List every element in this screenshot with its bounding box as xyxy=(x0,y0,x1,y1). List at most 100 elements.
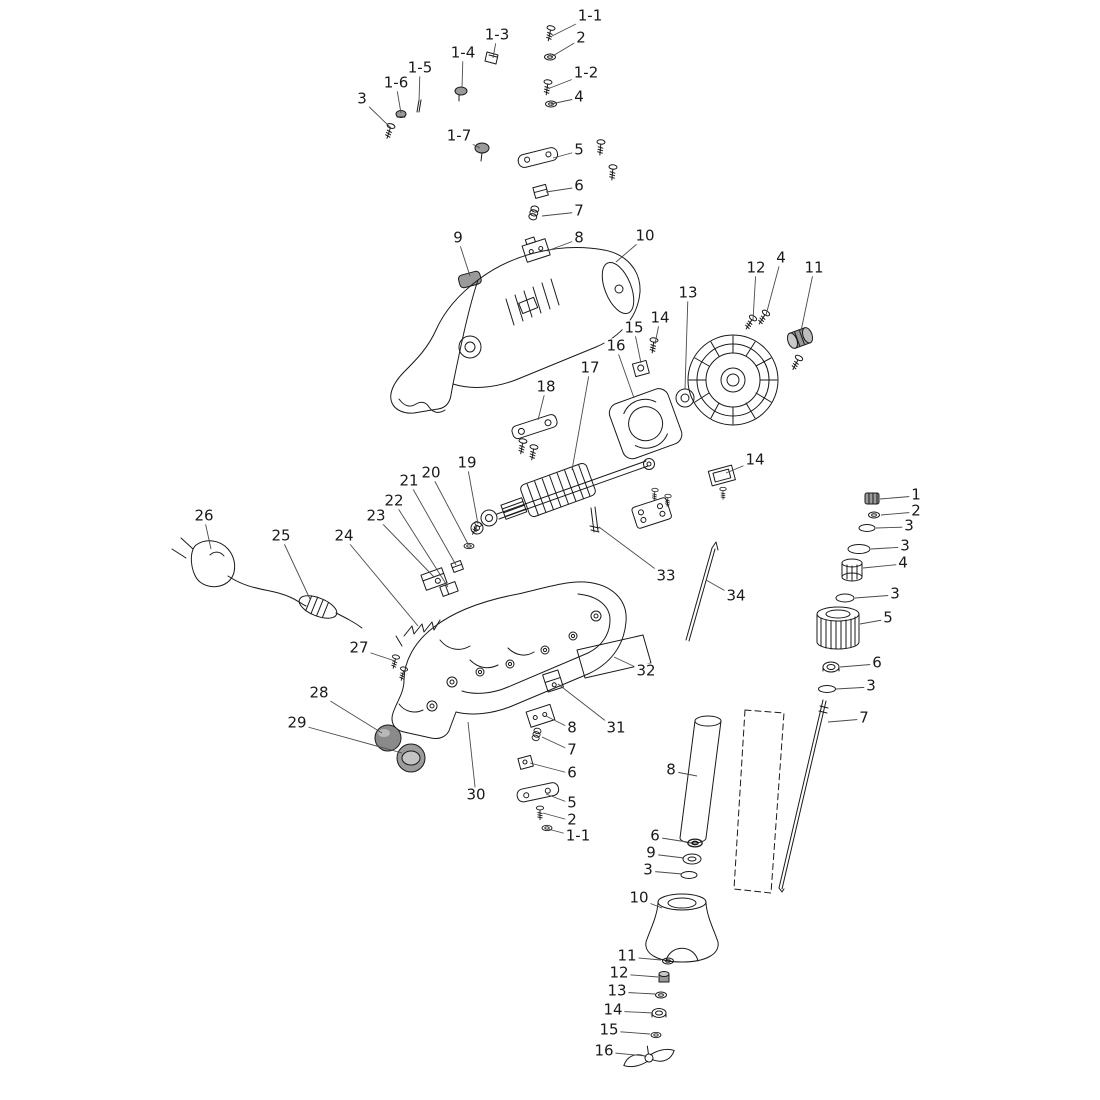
leader-line-16 xyxy=(615,346,635,399)
leader-line-29 xyxy=(296,723,403,754)
part-label-5: 5 xyxy=(572,140,586,159)
part-label-16: 16 xyxy=(604,336,628,355)
part-label-5: 5 xyxy=(881,608,895,627)
part-label-7: 7 xyxy=(857,708,871,727)
pin-1-5 xyxy=(416,99,422,113)
nut-12 xyxy=(658,971,670,983)
part-label-7: 7 xyxy=(572,201,586,220)
part-label-plate-32 xyxy=(576,634,652,679)
part-tube-8 xyxy=(679,715,722,844)
part-label-3: 3 xyxy=(888,584,902,603)
leader-line-30 xyxy=(467,721,477,797)
part-knob-28 xyxy=(374,724,402,752)
part-power-cord xyxy=(171,537,363,629)
part-label-24: 24 xyxy=(332,526,356,545)
leader-line-25 xyxy=(280,536,311,600)
part-label-20: 20 xyxy=(419,463,443,482)
part-label-29: 29 xyxy=(285,713,309,732)
oring-3a xyxy=(858,524,876,532)
part-label-28: 28 xyxy=(307,683,331,702)
leader-line-21 xyxy=(408,481,457,566)
part-label-1: 1 xyxy=(909,485,923,504)
part-bracket-18 xyxy=(511,414,558,461)
part-15 xyxy=(631,359,650,378)
part-label-17: 17 xyxy=(578,358,602,377)
plate-5-top xyxy=(517,147,559,168)
part-label-26: 26 xyxy=(192,506,216,525)
part-label-19: 19 xyxy=(455,453,479,472)
part-label-11: 11 xyxy=(802,258,826,277)
part-terminal-plate xyxy=(631,487,672,529)
part-label-11: 11 xyxy=(615,946,639,965)
part-label-6: 6 xyxy=(870,653,884,672)
clip-icon xyxy=(484,51,499,65)
part-label-8: 8 xyxy=(572,228,586,247)
part-label-9: 9 xyxy=(451,228,465,247)
nut-6 xyxy=(822,661,840,673)
part-label-3: 3 xyxy=(898,536,912,555)
part-label-9: 9 xyxy=(644,843,658,862)
part-label-30: 30 xyxy=(464,785,488,804)
part-label-22: 22 xyxy=(382,491,406,510)
part-label-23: 23 xyxy=(364,506,388,525)
part-label-6: 6 xyxy=(648,826,662,845)
bearing-9 xyxy=(682,853,702,865)
part-label-6: 6 xyxy=(565,763,579,782)
part-label-7: 7 xyxy=(565,740,579,759)
oring-3d xyxy=(818,685,836,693)
part-14-box xyxy=(707,464,736,487)
long-shaft-7 xyxy=(778,699,829,893)
part-label-10: 10 xyxy=(633,226,657,245)
leader-line-24 xyxy=(343,536,419,627)
part-shaft-stack xyxy=(778,492,880,893)
nut-14 xyxy=(651,1008,667,1018)
part-label-1-1: 1-1 xyxy=(563,826,593,845)
part-blender-foot-10 xyxy=(645,893,719,963)
part-label-1-5: 1-5 xyxy=(405,58,435,77)
part-armature xyxy=(470,458,655,535)
leader-line-6 xyxy=(529,762,573,775)
part-label-31: 31 xyxy=(604,718,628,737)
part-label-8: 8 xyxy=(565,718,579,737)
part-label-3: 3 xyxy=(641,860,655,879)
switch-8-top xyxy=(521,236,551,263)
part-label-4: 4 xyxy=(572,87,586,106)
part-coupler-11 xyxy=(786,327,814,349)
part-label-14: 14 xyxy=(743,450,767,469)
leader-line-12 xyxy=(752,268,757,321)
part-label-1-1: 1-1 xyxy=(575,6,605,25)
part-label-14: 14 xyxy=(648,308,672,327)
cap-1 xyxy=(864,492,880,505)
part-label-3: 3 xyxy=(355,89,369,108)
part-blade-16 xyxy=(623,1045,675,1068)
part-label-34: 34 xyxy=(724,586,748,605)
part-small-cluster xyxy=(389,520,483,682)
part-knob-29 xyxy=(396,743,426,773)
part-label-18: 18 xyxy=(534,377,558,396)
oring-3b xyxy=(847,544,871,554)
leader-line-17 xyxy=(571,368,591,471)
part-label-4: 4 xyxy=(774,248,788,267)
collar-nut-5 xyxy=(816,606,860,650)
block-6-top xyxy=(532,183,549,199)
part-label-2: 2 xyxy=(565,810,579,829)
part-label-13: 13 xyxy=(676,283,700,302)
button-9 xyxy=(457,270,482,289)
part-bottom-housing xyxy=(391,581,627,739)
part-label-13: 13 xyxy=(605,981,629,1000)
part-label-33: 33 xyxy=(654,566,678,585)
part-label-25: 25 xyxy=(269,526,293,545)
part-label-2: 2 xyxy=(909,501,923,520)
part-label-1-2: 1-2 xyxy=(571,63,601,82)
leader-line-23 xyxy=(375,516,435,578)
part-label-21: 21 xyxy=(397,471,421,490)
part-label-14: 14 xyxy=(601,1000,625,1019)
part-under-housing-cluster xyxy=(516,703,560,832)
part-label-15: 15 xyxy=(597,1020,621,1039)
leader-lines xyxy=(203,16,917,1057)
part-label-12: 12 xyxy=(744,258,768,277)
tube-alt-dashed xyxy=(733,709,785,894)
leader-line-20 xyxy=(430,473,469,545)
part-switch-31 xyxy=(542,669,564,693)
